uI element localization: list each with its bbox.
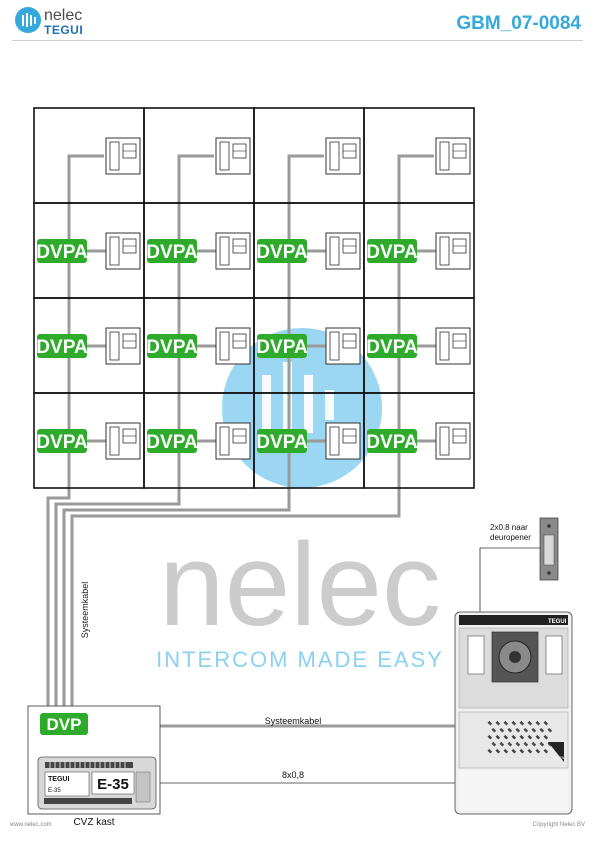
dvpa-module [147,429,197,453]
speaker-grille [487,720,553,754]
panel-brand: TEGUI [548,619,567,625]
system-cable-label: Systeemkabel [265,716,322,726]
dvpa-module-label: DVPA [36,432,88,453]
dvp-module-label: DVP [47,715,82,734]
outdoor-panel: TEGUI SK 25 [454,611,573,815]
cvz-cabinet: DVP TEGUI E-35 E-35 CVZ kast [27,705,161,828]
apartment-cell [363,392,475,489]
dvpa-module [367,239,417,263]
dvpa-module-label: DVPA [256,337,308,358]
riser-cable [70,154,434,714]
riser-cable [46,154,104,714]
dvpa-module [147,334,197,358]
footer-website: www.nelec.com [10,822,52,828]
watermark: nelec INTERCOM MADE EASY [156,328,444,672]
dvpa-module [367,334,417,358]
dvpa-module-label: DVPA [146,432,198,453]
dvpa-module [37,429,87,453]
riser-cable-label: Systeemkabel [80,582,90,639]
power-cable-label: 8x0,8 [282,770,304,780]
header-divider [12,40,583,41]
nelec-logo [14,6,42,34]
door-opener-wire [479,547,540,612]
dvpa-module [257,429,307,453]
power-supply-e35: TEGUI E-35 E-35 [37,756,157,810]
psu-brand: TEGUI [48,776,69,783]
call-button-right [545,635,563,675]
panel-model-badge: SK 25 [553,755,565,760]
logo-sub-wordmark: TEGUI [44,23,84,37]
dvpa-module-label: DVPA [366,337,418,358]
dvpa-module-label: DVPA [146,242,198,263]
apartment-grid: DVPA DVPA DVPA DVPA DVPA DVPA DVPA DVPA DVPA DVPA… [33,107,475,489]
psu-model: E-35 [97,776,129,793]
logo-wordmark: nelec [44,7,83,24]
door-opener-label-2: deuropener [490,533,531,542]
dvpa-module [257,239,307,263]
call-button-left [467,635,485,675]
dvpa-module-label: DVPA [36,242,88,263]
door-opener [539,517,559,581]
footer-copyright: Copyright Nelec BV [532,822,585,828]
dvpa-module [367,429,417,453]
dvpa-module [37,239,87,263]
door-opener-label-1: 2x0.8 naar [490,523,528,532]
riser-cable [62,154,324,714]
dvpa-module [147,239,197,263]
dvpa-module-label: DVPA [256,242,308,263]
panel-badge [548,742,564,762]
dvpa-module [257,334,307,358]
nelec-logo-icon [15,7,41,33]
riser-cable [54,154,214,714]
watermark-tagline: INTERCOM MADE EASY [156,647,444,672]
dvpa-module-label: DVPA [366,432,418,453]
dvpa-module-label: DVPA [256,432,308,453]
dvpa-module-label: DVPA [36,337,88,358]
psu-model-small: E-35 [48,788,61,794]
dvpa-module-label: DVPA [366,242,418,263]
dvpa-module-label: DVPA [146,337,198,358]
dvp-module [40,713,88,735]
document-id: GBM_07-0084 [456,13,581,34]
watermark-brand: nelec [159,519,441,651]
dvpa-module [37,334,87,358]
cabinet-caption: CVZ kast [73,817,114,828]
